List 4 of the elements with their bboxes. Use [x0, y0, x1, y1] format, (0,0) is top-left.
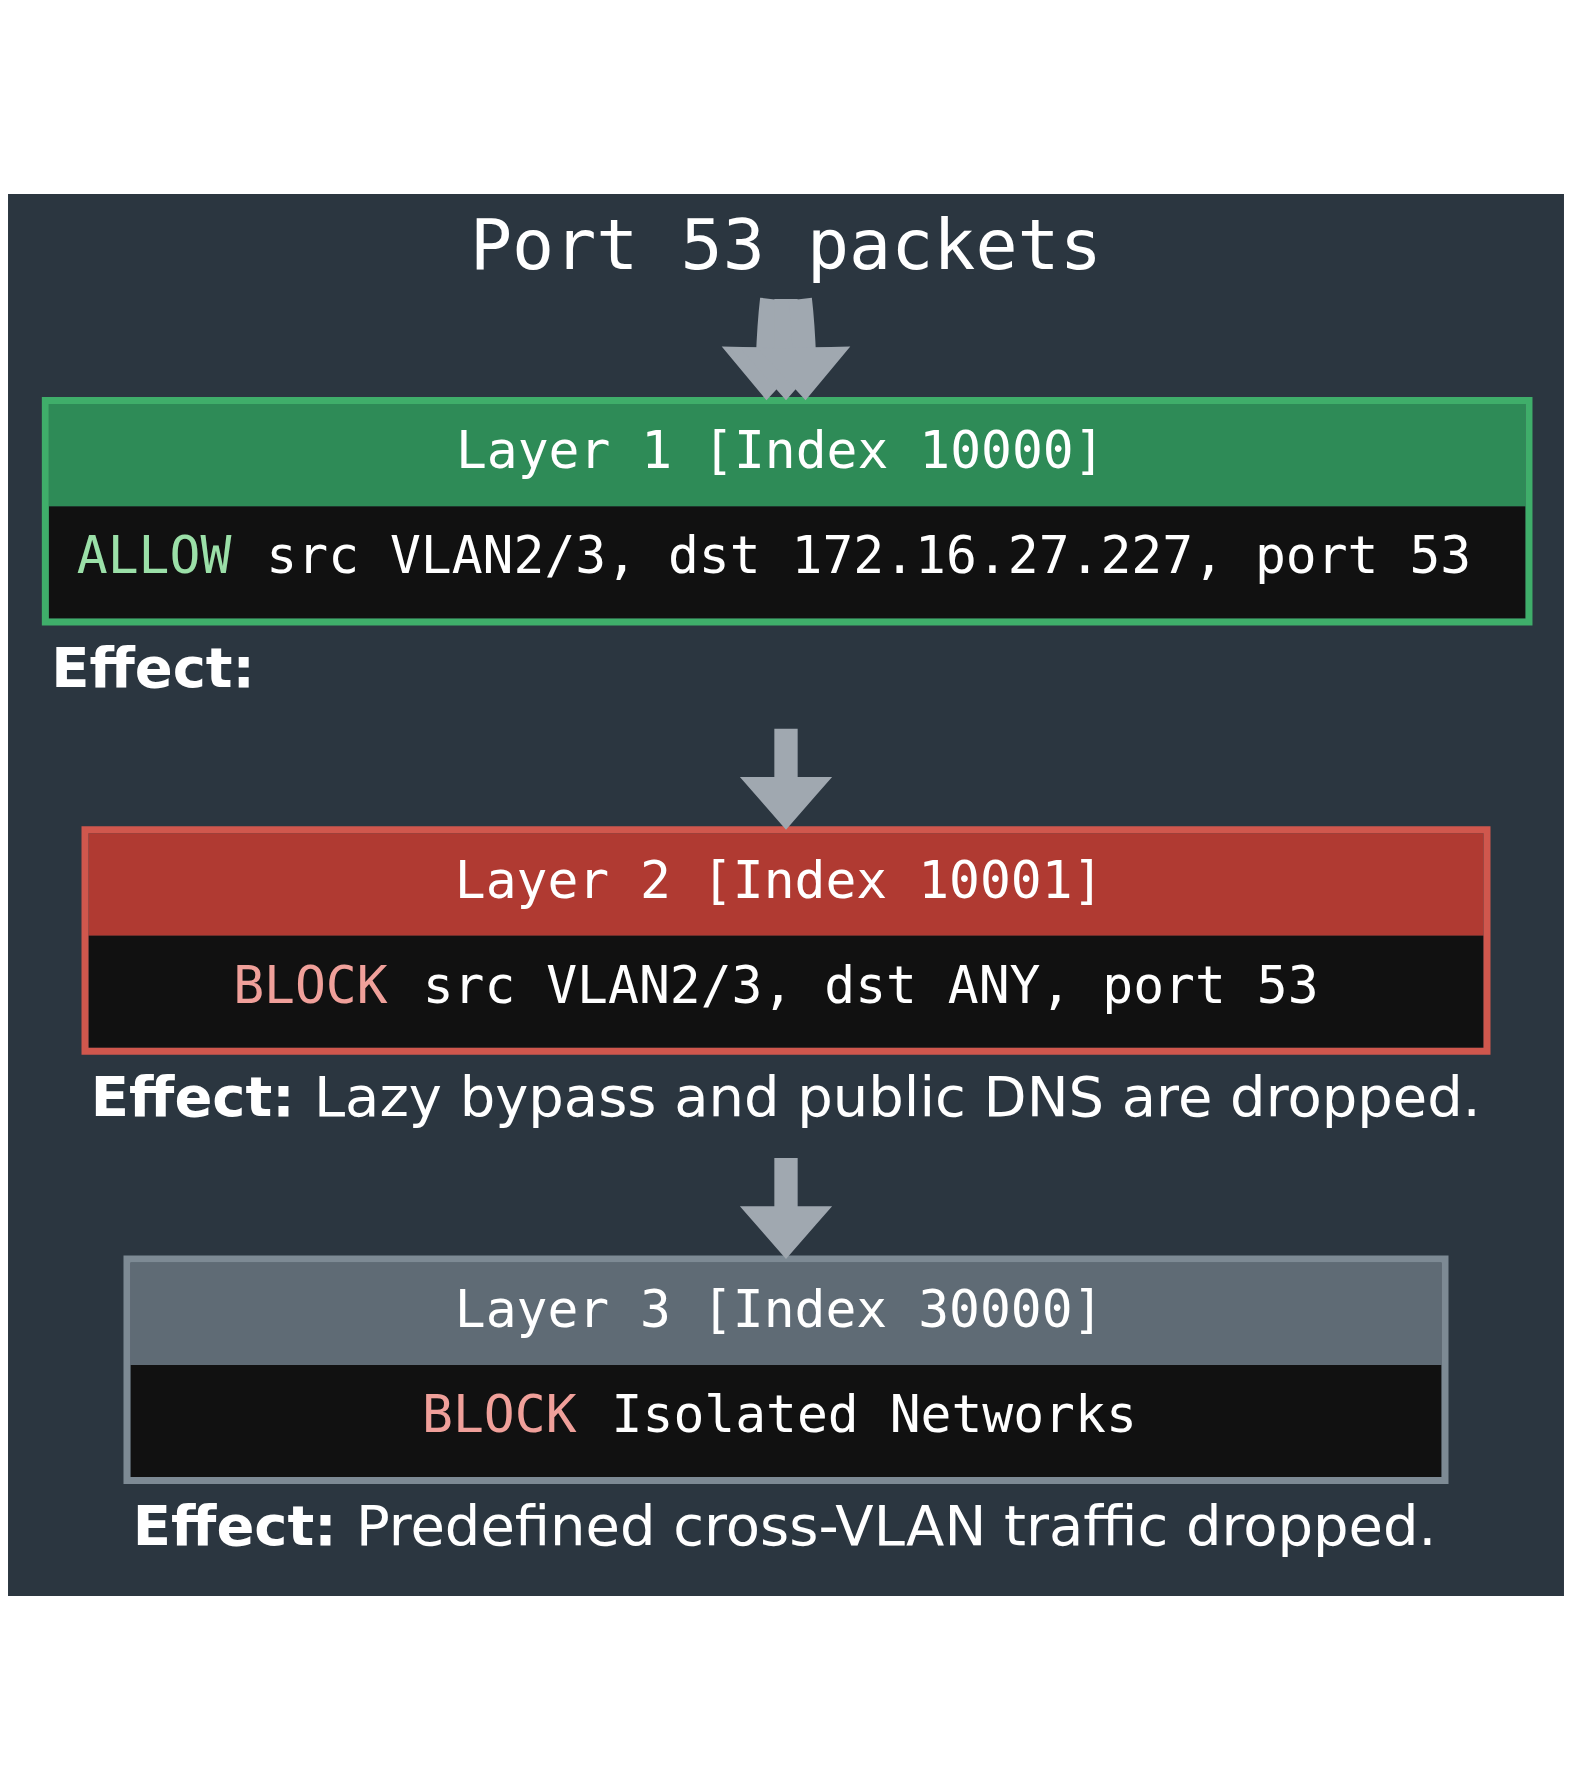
node-text: Port 53 packets [469, 203, 1102, 286]
node-label: Effect: [51, 634, 256, 700]
node-label: Effect: Predefined cross-VLAN traffic dropped. [132, 1492, 1437, 1558]
node-label: Effect: Lazy bypass and public DNS are dropped. [90, 1063, 1481, 1129]
